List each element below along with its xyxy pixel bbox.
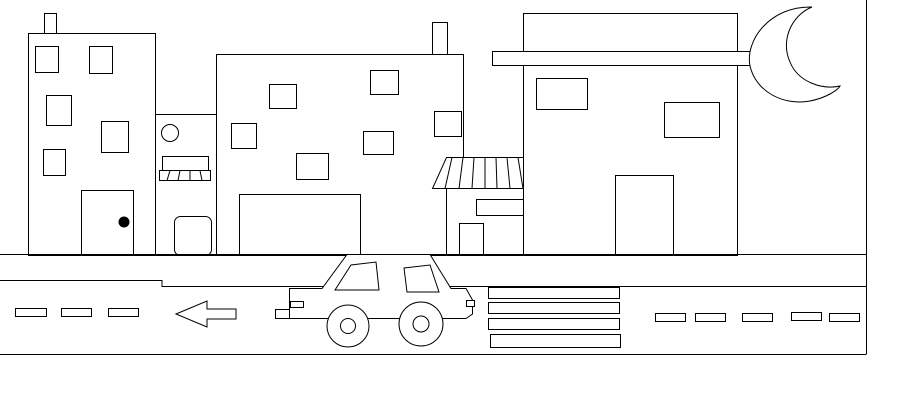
lane-dash xyxy=(109,309,139,317)
arched-door xyxy=(175,217,212,256)
car-taillight xyxy=(291,302,304,308)
left-arrow-road-marking xyxy=(176,301,236,327)
car-window-rear xyxy=(335,262,379,290)
lane-dash xyxy=(830,314,860,322)
car-hubcap-front xyxy=(413,316,429,332)
crosswalk xyxy=(489,288,621,348)
lane-dash xyxy=(62,309,92,317)
window xyxy=(665,103,720,138)
window xyxy=(44,150,66,176)
car-headlight xyxy=(467,301,475,307)
road xyxy=(0,255,867,355)
chimney xyxy=(45,14,57,34)
crescent-moon-icon xyxy=(749,7,840,102)
curb-line xyxy=(0,281,867,287)
lane-dash xyxy=(792,313,822,321)
sign-board xyxy=(163,157,209,171)
car-hubcap-rear xyxy=(341,319,356,334)
round-window xyxy=(162,125,179,142)
shop-door xyxy=(460,224,484,256)
window xyxy=(90,47,113,74)
roof-ledge xyxy=(493,52,751,66)
window xyxy=(270,85,297,109)
window xyxy=(36,47,59,73)
car-window-front xyxy=(404,265,439,292)
building-small xyxy=(156,115,217,256)
window xyxy=(371,71,399,95)
chimney xyxy=(433,23,448,55)
lane-dash xyxy=(656,314,686,322)
building-center xyxy=(217,23,464,256)
car-rear-bumper xyxy=(276,310,290,319)
building-left xyxy=(29,14,156,256)
window xyxy=(364,132,394,155)
lane-dash xyxy=(696,314,726,322)
striped-awning xyxy=(160,171,211,181)
window xyxy=(232,124,257,149)
window xyxy=(435,112,462,137)
building-right xyxy=(493,14,751,256)
door xyxy=(616,176,674,256)
lane-dash xyxy=(16,309,47,317)
window xyxy=(537,79,588,110)
window xyxy=(102,122,129,153)
car-icon xyxy=(276,255,475,348)
lane-dash xyxy=(743,314,773,322)
garage-door xyxy=(240,195,361,256)
window xyxy=(297,154,329,180)
window xyxy=(47,96,72,126)
door-knob xyxy=(119,217,129,227)
